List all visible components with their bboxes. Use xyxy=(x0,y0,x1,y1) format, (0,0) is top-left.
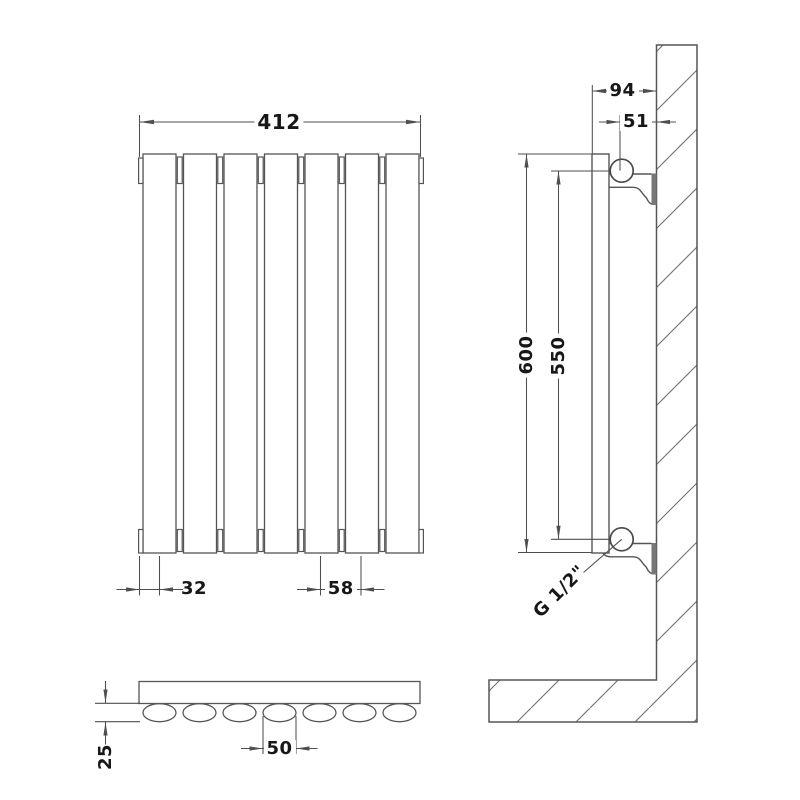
radiator-panel xyxy=(182,153,218,554)
dim-label-pipe-to-wall: 51 xyxy=(619,113,653,131)
front-view xyxy=(138,153,425,554)
radiator-side-profile xyxy=(591,153,610,554)
dimension-lines xyxy=(95,85,676,754)
dim-label-height: 600 xyxy=(516,332,537,378)
dim-label-panel-pitch: 58 xyxy=(324,580,357,598)
edge-tabs xyxy=(138,157,425,554)
dim-label-front-width: 412 xyxy=(254,112,304,132)
radiator-panel xyxy=(142,153,177,554)
top-header-connectors xyxy=(176,156,386,185)
wall-and-floor-section xyxy=(488,44,698,723)
top-pipe-connection xyxy=(609,158,635,184)
radiator-panel xyxy=(223,153,258,554)
panel-face-section xyxy=(138,680,421,705)
radiator-panel xyxy=(344,153,380,554)
radiator-panel xyxy=(263,153,299,554)
dim-25 xyxy=(95,681,140,745)
dim-label-tube-width: 50 xyxy=(263,739,296,758)
dim-label-pipe-spacing: 550 xyxy=(548,332,569,379)
connection-leader-line xyxy=(583,538,623,573)
side-view xyxy=(488,44,698,723)
bottom-header-connectors xyxy=(176,528,386,553)
radiator-panel xyxy=(385,153,420,554)
top-view xyxy=(138,680,421,723)
dim-label-depth: 25 xyxy=(94,743,116,771)
dim-label-bracket-depth: 94 xyxy=(606,82,639,100)
radiator-panel xyxy=(304,153,339,554)
dim-32 xyxy=(116,556,183,596)
oval-tubes xyxy=(142,703,417,723)
dim-label-edge-offset: 32 xyxy=(180,578,208,599)
